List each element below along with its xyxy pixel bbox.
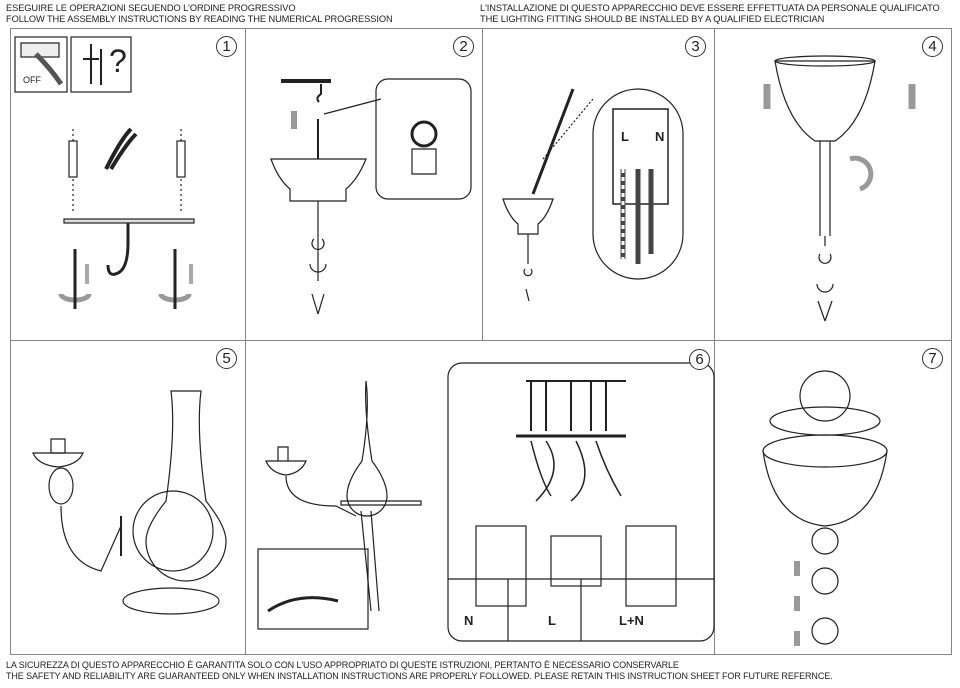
header-warning: L'INSTALLAZIONE DI QUESTO APPARECCHIO DE… — [480, 3, 940, 25]
header-instructions: ESEGUIRE LE OPERAZIONI SEGUENDO L'ORDINE… — [6, 3, 393, 25]
terminal-l-label: L — [621, 129, 629, 144]
step-number: 3 — [685, 36, 706, 57]
step-number: 1 — [216, 36, 237, 57]
step-5-panel: 5 — [11, 341, 246, 655]
question-mark: ? — [109, 43, 127, 79]
step-4-panel: 4 — [715, 29, 951, 341]
step-5-illustration — [32, 390, 227, 615]
header-it-text: ESEGUIRE LE OPERAZIONI SEGUENDO L'ORDINE… — [6, 3, 296, 13]
step-number: 7 — [922, 348, 943, 369]
steps-grid: 1 OFF ? 2 — [10, 28, 952, 655]
step-1-panel: 1 OFF ? — [11, 29, 246, 341]
footer-en-text: THE SAFETY AND RELIABILITY ARE GUARANTEE… — [6, 671, 833, 681]
step-2-panel: 2 — [246, 29, 483, 341]
step-number: 4 — [922, 36, 943, 57]
step-number: 2 — [453, 36, 474, 57]
header-warning-en: THE LIGHTING FITTING SHOULD BE INSTALLED… — [480, 14, 825, 24]
step-4-illustration — [763, 55, 916, 322]
step-number: 6 — [689, 349, 710, 370]
footer-it-text: LA SICUREZZA DI QUESTO APPARECCHIO È GAR… — [6, 660, 679, 670]
step-2-illustration — [270, 78, 472, 315]
header-warning-it: L'INSTALLAZIONE DI QUESTO APPARECCHIO DE… — [480, 3, 940, 13]
step-1-illustration — [14, 36, 195, 309]
step-6-panel: 6 N L L+N — [246, 341, 715, 655]
step-number: 5 — [216, 348, 237, 369]
terminal-n-label: N — [655, 129, 665, 144]
wire-ln-label: L+N — [619, 613, 644, 628]
step-3-illustration — [502, 88, 684, 302]
step-6-illustration — [257, 362, 715, 642]
wire-l-label: L — [548, 613, 556, 628]
step-7-illustration — [762, 370, 888, 646]
step-3-panel: 3 L N — [483, 29, 715, 341]
header-en-text: FOLLOW THE ASSEMBLY INSTRUCTIONS BY READ… — [6, 14, 393, 24]
wire-n-label: N — [464, 613, 474, 628]
footer-safety: LA SICUREZZA DI QUESTO APPARECCHIO È GAR… — [6, 660, 833, 682]
off-switch-label: OFF — [23, 75, 41, 85]
step-7-panel: 7 — [715, 341, 951, 655]
